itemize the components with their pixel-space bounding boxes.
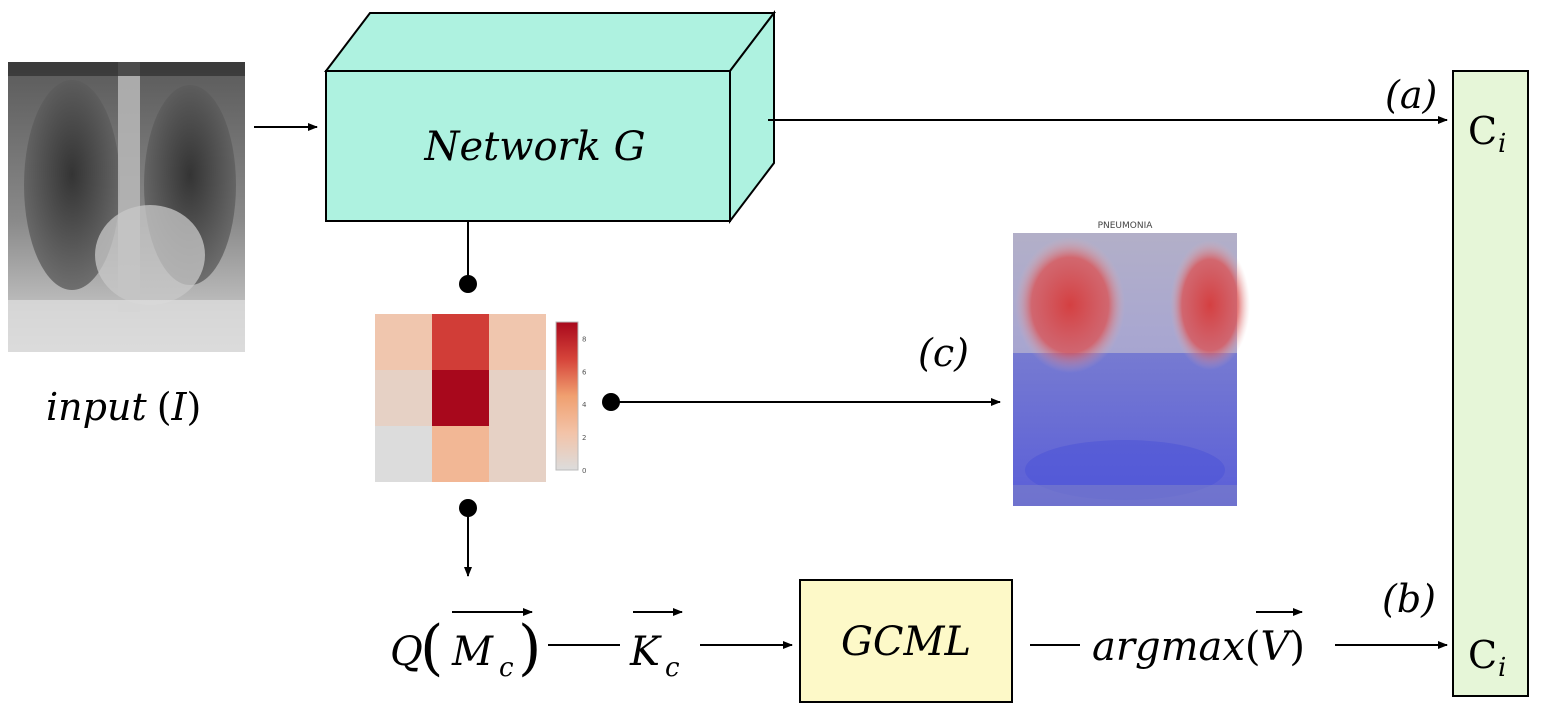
colorbar-tick-label: 4 (582, 401, 587, 409)
svg-text:): ) (518, 613, 541, 683)
cam-visualization: PNEUMONIA (1013, 221, 1250, 506)
svg-text:M: M (451, 629, 494, 675)
heatmap-cell (375, 370, 432, 426)
heatmap-cell (432, 314, 489, 370)
network-g-label: Network G (423, 124, 645, 170)
svg-text:argmax(V): argmax(V) (1092, 624, 1305, 670)
heatmap-cell (489, 426, 546, 482)
heatmap-cell (375, 314, 432, 370)
colorbar-tick-label: 0 (582, 467, 586, 475)
svg-text:i: i (1498, 653, 1506, 683)
svg-text:c: c (665, 653, 680, 683)
connector-dot-top (459, 275, 477, 293)
k-vector-symbol: K c (629, 608, 683, 683)
heatmap-colorbar: 0 2 4 6 8 (555, 321, 587, 475)
network-g-block: Network G (323, 10, 777, 224)
gcml-block: GCML (799, 579, 1013, 703)
colorbar-tick-label: 6 (582, 368, 587, 376)
svg-text:(: ( (420, 613, 443, 683)
heatmap-cell (375, 426, 432, 482)
svg-text:i: i (1498, 129, 1506, 159)
xray-input-image (8, 62, 245, 352)
attention-heatmap (375, 314, 546, 482)
svg-text:Q: Q (390, 629, 423, 675)
gcml-label: GCML (841, 619, 971, 665)
path-b-label: (b) (1382, 577, 1436, 621)
output-column: C i C i (1452, 70, 1529, 697)
argmax-v-formula: argmax(V) (1092, 608, 1305, 670)
colorbar-tick-label: 2 (582, 434, 586, 442)
heatmap-cell (432, 370, 489, 426)
output-ci-top: C i (1468, 109, 1506, 159)
input-label: input(I) (46, 385, 201, 429)
output-ci-bottom: C i (1468, 633, 1506, 683)
path-a-label: (a) (1385, 73, 1437, 117)
cam-title: PNEUMONIA (1098, 221, 1154, 231)
svg-text:input(I): input(I) (46, 385, 201, 429)
svg-text:c: c (499, 653, 514, 683)
colorbar-tick-label: 8 (582, 335, 586, 343)
svg-text:C: C (1468, 109, 1497, 153)
svg-text:C: C (1468, 633, 1497, 677)
heatmap-cell (489, 370, 546, 426)
heatmap-cell (489, 314, 546, 370)
heatmap-cell (432, 426, 489, 482)
svg-text:K: K (629, 629, 662, 675)
q-of-m-formula: Q ( M c ) (390, 608, 541, 683)
path-c-label: (c) (918, 331, 969, 375)
